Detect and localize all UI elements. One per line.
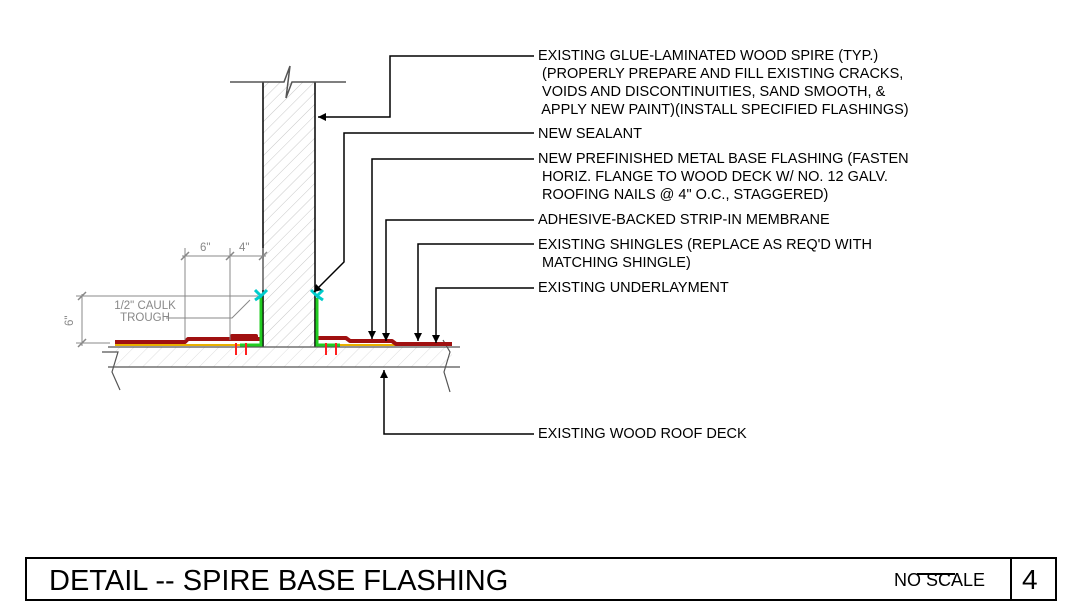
title-block: DETAIL -- SPIRE BASE FLASHING NO SCALE 4 xyxy=(25,557,1057,601)
deck-break-left xyxy=(102,351,121,391)
wood-spire xyxy=(230,65,346,347)
title-divider xyxy=(1010,559,1012,599)
callout-deck: EXISTING WOOD ROOF DECK xyxy=(538,426,747,442)
leader-spire xyxy=(318,55,534,118)
leader-sealant xyxy=(313,132,534,293)
leader-lines xyxy=(313,55,534,435)
callout-underlayment: EXISTING UNDERLAYMENT xyxy=(538,280,729,296)
sealant-beads xyxy=(253,288,325,302)
callout-shingles: EXISTING SHINGLES (REPLACE AS REQ'D WITH… xyxy=(538,237,872,271)
dimension-label-4in: 4" xyxy=(239,242,250,254)
dimension-lines xyxy=(76,248,268,348)
break-line xyxy=(230,65,346,99)
scale-label: NO SCALE xyxy=(894,570,986,590)
leader-membrane xyxy=(385,219,534,341)
dimension-label-vertical-6in: 6" xyxy=(64,315,76,326)
wood-roof-deck xyxy=(102,339,460,393)
callout-spire: EXISTING GLUE-LAMINATED WOOD SPIRE (TYP.… xyxy=(538,48,909,118)
shingles-left xyxy=(115,334,262,346)
callout-base-flashing: NEW PREFINISHED METAL BASE FLASHING (FAS… xyxy=(538,151,909,203)
callout-sealant: NEW SEALANT xyxy=(538,126,642,142)
roofing-nails xyxy=(235,343,337,355)
caulk-trough-label: 1/2" CAULK TROUGH xyxy=(114,300,176,324)
detail-title: DETAIL -- SPIRE BASE FLASHING xyxy=(49,565,509,597)
leader-underlayment xyxy=(435,287,534,343)
leader-flashing xyxy=(371,158,534,339)
scale-strikethrough xyxy=(917,573,955,575)
detail-number: 4 xyxy=(1022,564,1038,595)
dimension-label-6in: 6" xyxy=(200,242,211,254)
leader-deck xyxy=(383,370,534,435)
leader-arrowheads xyxy=(314,113,440,378)
callout-membrane: ADHESIVE-BACKED STRIP-IN MEMBRANE xyxy=(538,212,830,228)
leader-shingles xyxy=(417,243,534,341)
